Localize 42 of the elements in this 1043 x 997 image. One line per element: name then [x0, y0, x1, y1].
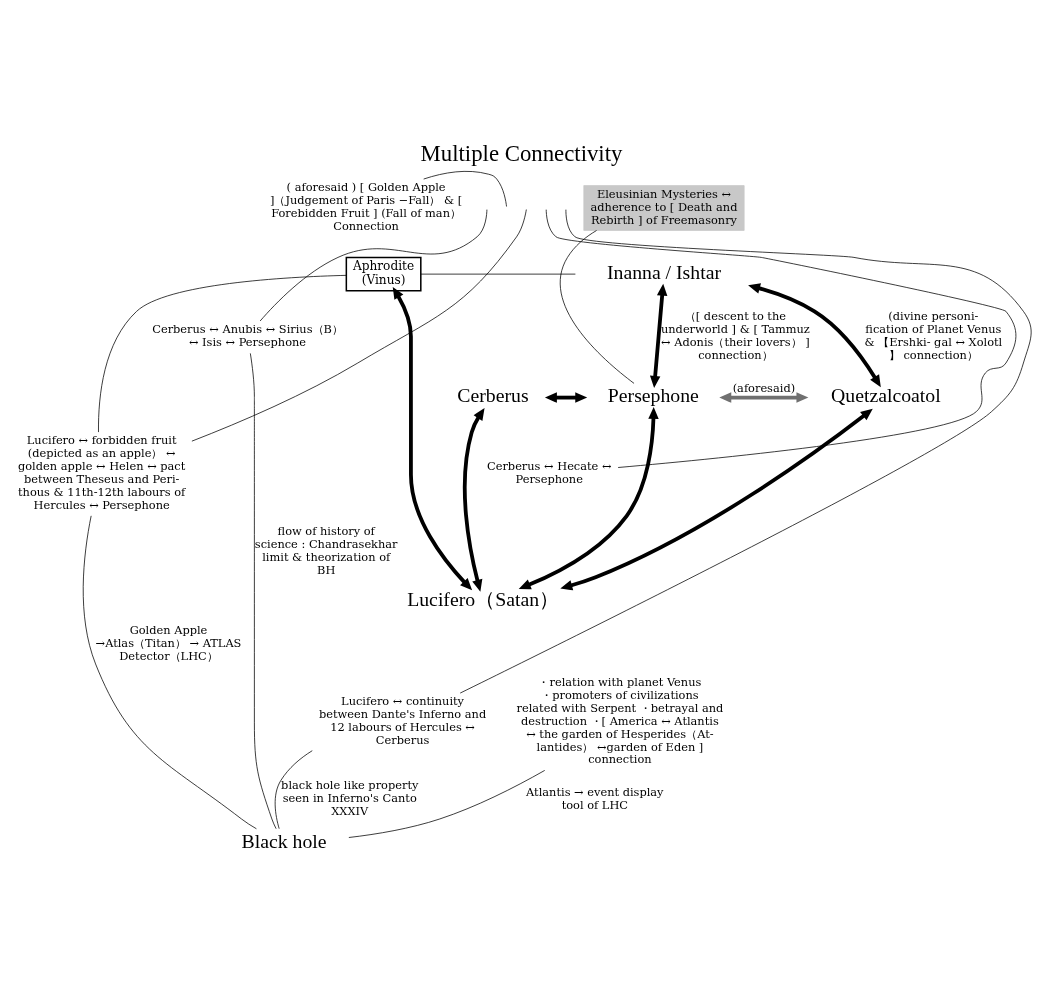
edge-label: (aforesaid)	[732, 380, 796, 395]
arrow	[462, 408, 485, 592]
arrow	[518, 406, 659, 590]
arrow	[560, 408, 873, 591]
node-text: ・relation with planet Venus ・promoters of civilizations related with Serpent ・betrayal and destruction ・[ America ↔ Atlantis ↔ the garden of Hesperides（At- lantides） ↔garden of Eden ] connection	[516, 674, 724, 767]
connector	[420, 273, 576, 275]
arrow	[719, 392, 809, 403]
node-box: Aphrodite (Vinus)	[345, 256, 422, 292]
edge-label: (divine personi- fication of Planet Venus & 【Ershki- gal ↔ Xolotl 】 connection）	[864, 309, 1003, 363]
node-box: Eleusinian Mysteries ↔ adherence to [ Death and Rebirth ] of Freemasonry	[583, 185, 745, 231]
node-text: Lucifero（Satan）	[407, 588, 560, 611]
node-text: Quetzalcoatol	[831, 384, 941, 407]
node-text: Lucifero ↔ forbidden fruit (depicted as an apple） ↔ golden apple ↔ Helen ↔ pact between Theseus and Peri- thous & 11th-12th labours of Hercules ↔ Persephone	[17, 433, 186, 512]
connector	[274, 750, 313, 830]
arrow	[392, 286, 473, 591]
node-text: Lucifero ↔ continuity between Dante's Inferno and 12 labours of Hercules ↔ Cerberus	[318, 694, 487, 748]
connector	[459, 209, 1032, 694]
connector	[423, 171, 507, 207]
connector	[82, 515, 257, 830]
edge-label: Atlantis → event display tool of LHC	[526, 784, 664, 812]
connector	[559, 230, 635, 384]
diagram-title: Multiple Connectivity	[420, 141, 623, 167]
edge-label: flow of history of science : Chandrasekhar limit & theorization of BH	[254, 523, 398, 577]
node-text: Inanna / Ishtar	[606, 260, 722, 283]
arrow	[649, 283, 668, 388]
edge-label: Golden Apple →Atlas（Titan） → ATLAS Detector（LHC）	[95, 623, 242, 664]
node-text: Cerberus	[457, 384, 529, 407]
node-text: Persephone	[607, 384, 699, 407]
connector	[191, 209, 527, 442]
edge-label: （[ descent to the underworld ] & [ Tammuz ↔ Adonis（their lovers） ] connection）	[660, 309, 810, 363]
edge-label: black hole like property seen in Inferno's Canto XXXIV	[281, 778, 419, 819]
connector	[249, 353, 277, 830]
connector	[98, 274, 347, 433]
connector	[259, 209, 488, 322]
arrow	[544, 392, 588, 403]
node-text: Black hole	[241, 829, 327, 852]
node-text: Cerberus ↔ Hecate ↔ Persephone	[486, 459, 612, 487]
arrow	[748, 283, 881, 388]
node-text: Cerberus ↔ Anubis ↔ Sirius（B） ↔ Isis ↔ Persephone	[152, 322, 343, 350]
connector	[545, 209, 1017, 468]
node-text: ( aforesaid ) [ Golden Apple ]（Judgement of Paris −Fall） & [ Forebidden Fruit ] (Fall of man） Connection	[269, 180, 463, 234]
connector	[348, 770, 546, 838]
